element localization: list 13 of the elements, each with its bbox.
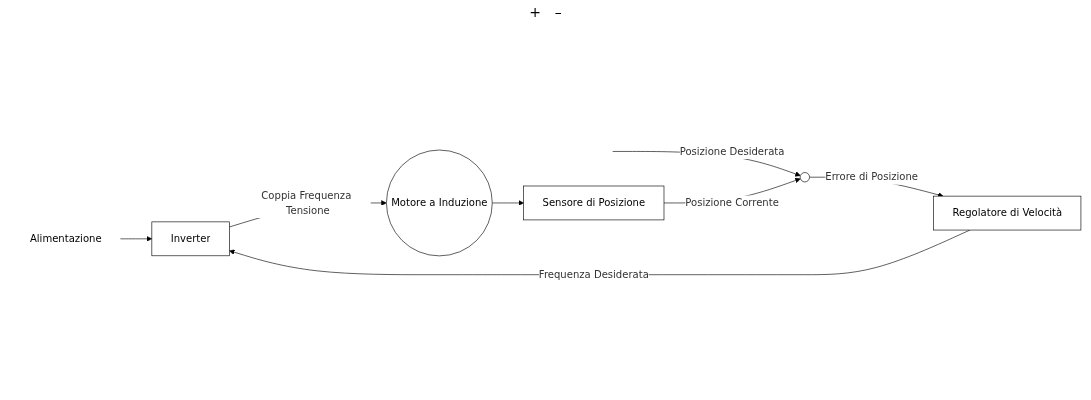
node-box: Regolatore di Velocità — [932, 195, 1081, 231]
edge-label: Posizione Corrente — [684, 196, 779, 209]
sign-label: – — [554, 4, 562, 20]
node-box: Sensore di Posizione — [522, 185, 664, 221]
node-box: Inverter — [151, 221, 230, 256]
node-text: Alimentazione — [29, 232, 102, 245]
edge-label: Errore di Posizione — [824, 170, 918, 183]
sign-label: + — [529, 4, 541, 20]
edge-label: Frequenza Desiderata — [538, 268, 649, 281]
edge-label: Posizione Desiderata — [679, 145, 784, 157]
node-circle: Motore a Induzione — [385, 149, 493, 257]
edge-label: Coppia Frequenza Tensione — [260, 189, 351, 217]
node-circle — [799, 172, 810, 183]
